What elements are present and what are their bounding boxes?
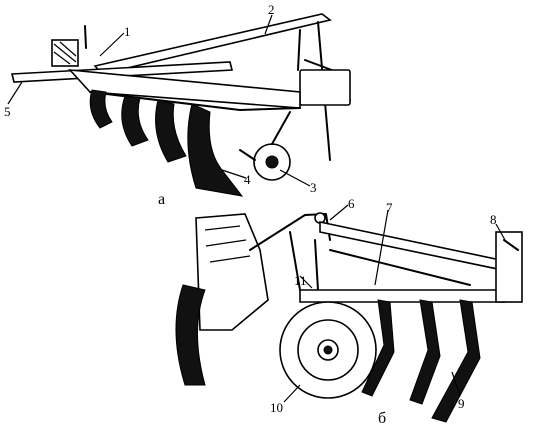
callout-1: 1: [124, 24, 131, 39]
callout-leaders: [7, 14, 506, 403]
callout-7: 7: [386, 200, 393, 215]
callout-8: 8: [490, 212, 497, 227]
caption-a: а: [158, 191, 165, 208]
callout-11: 11: [294, 273, 307, 288]
cultivator-drawing-b: [175, 212, 523, 423]
callout-3: 3: [310, 180, 317, 195]
plow-drawing-a: [10, 13, 351, 197]
callout-6: 6: [348, 196, 355, 211]
callout-5: 5: [4, 104, 11, 119]
caption-b: б: [378, 410, 386, 427]
callout-2: 2: [268, 2, 275, 17]
callout-10: 10: [270, 400, 283, 415]
callout-9: 9: [458, 396, 465, 411]
callout-4: 4: [244, 172, 251, 187]
